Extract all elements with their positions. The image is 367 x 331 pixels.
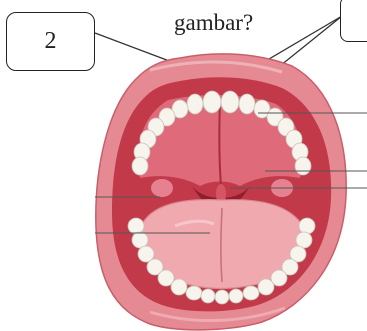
left-tonsil	[151, 179, 173, 197]
callout-box-2: 2	[6, 12, 95, 71]
question-fragment: gambar?	[174, 10, 253, 36]
callout-2-pointer-line	[95, 33, 172, 62]
callout-number: 2	[45, 28, 57, 55]
callout-box-top-right	[340, 0, 367, 42]
